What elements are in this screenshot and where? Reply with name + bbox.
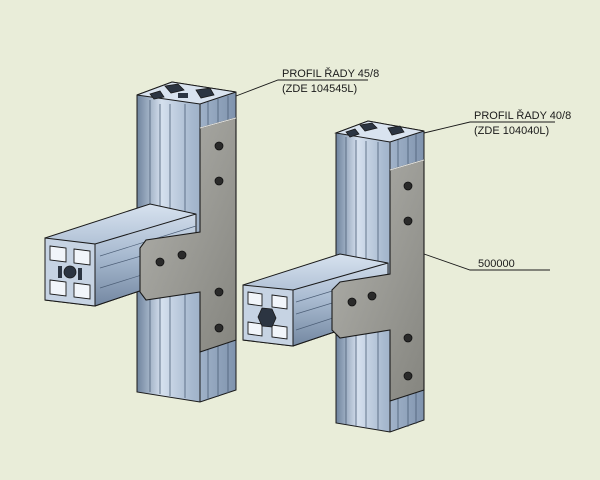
callout-profile-40-code: (ZDE 104040L) xyxy=(474,125,549,137)
bolt-holes-left xyxy=(155,141,224,333)
leader-line-plate xyxy=(423,253,550,271)
callout-plate-code: 500000 xyxy=(478,258,515,270)
t-connector-plate-left xyxy=(139,117,237,353)
callout-profile-45-code: (ZDE 104545L) xyxy=(282,83,357,95)
leader-line-profile-40 xyxy=(423,121,555,134)
leader-line-profile-45 xyxy=(235,79,368,97)
callout-profile-40-title: PROFIL ŘADY 40/8 xyxy=(474,109,571,122)
bolt-holes-right xyxy=(347,181,413,381)
callout-profile-45-title: PROFIL ŘADY 45/8 xyxy=(282,67,379,80)
t-connector-plate-right xyxy=(331,159,425,402)
right-t-joint-assembly xyxy=(242,120,555,433)
left-t-joint-assembly xyxy=(44,79,368,403)
